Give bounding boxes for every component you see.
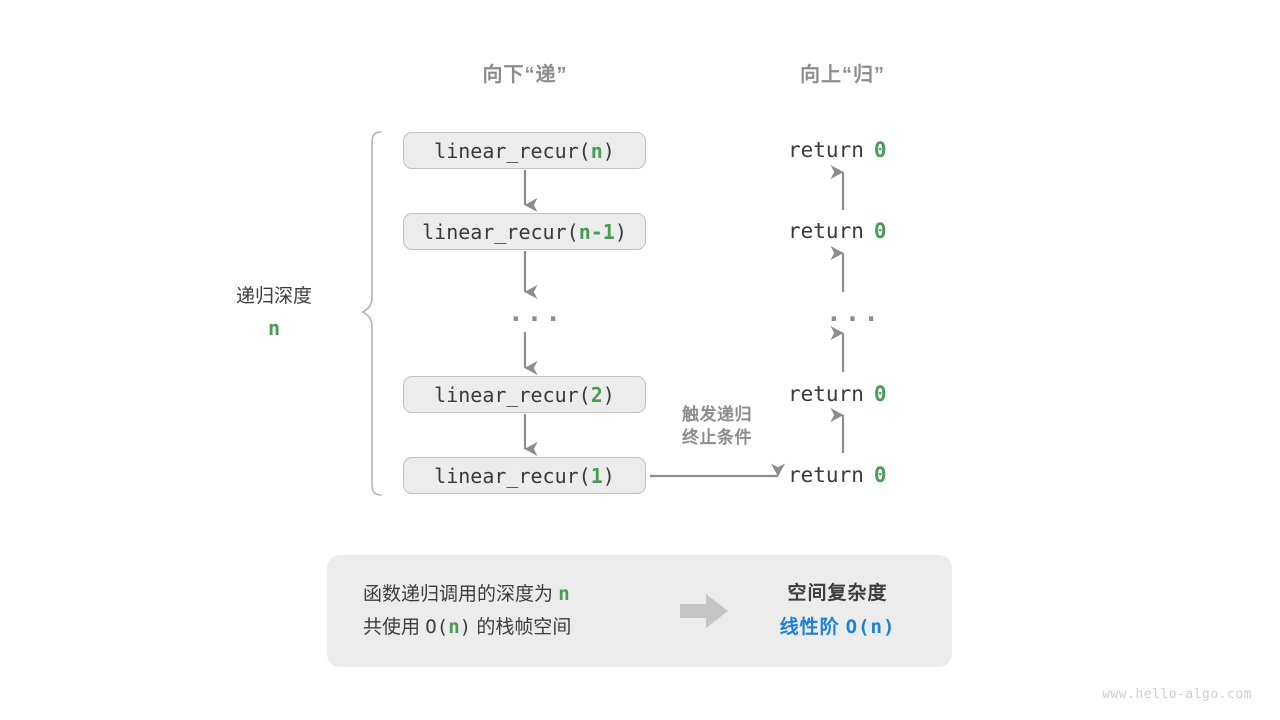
return-value: 0 bbox=[873, 219, 887, 243]
return-keyword: return bbox=[788, 382, 864, 406]
block-arrow-right-icon bbox=[667, 591, 741, 631]
call-frame-prefix: linear_recur( bbox=[422, 219, 579, 244]
complexity-order-label: 线性阶 bbox=[779, 616, 840, 638]
summary-line2-text: 共使用 bbox=[363, 617, 421, 638]
recursion-depth-brace bbox=[361, 131, 382, 496]
summary-line-2: 共使用 O(n) 的栈帧空间 bbox=[363, 611, 667, 644]
call-frame-box[interactable]: linear_recur(2) bbox=[403, 376, 646, 413]
call-frame-suffix: ) bbox=[602, 382, 615, 407]
termination-note-line2: 终止条件 bbox=[682, 427, 752, 447]
column-header-descend: 向下“递” bbox=[482, 64, 568, 86]
call-frame-suffix: ) bbox=[602, 138, 615, 163]
call-frame-suffix: ) bbox=[614, 219, 627, 244]
return-statement: return 0 bbox=[788, 461, 988, 489]
termination-condition-note: 触发递归 终止条件 bbox=[651, 404, 783, 450]
call-frame-arg: n bbox=[590, 138, 603, 163]
call-frame-prefix: linear_recur( bbox=[434, 382, 591, 407]
site-watermark: www.hello-algo.com bbox=[1102, 687, 1252, 702]
recursion-depth-text: 递归深度 bbox=[235, 286, 312, 307]
return-value: 0 bbox=[873, 138, 887, 162]
summary-line2-suffix: 的栈帧空间 bbox=[476, 617, 572, 638]
return-value: 0 bbox=[873, 463, 887, 487]
call-frame-arg: n-1 bbox=[578, 219, 615, 244]
return-keyword: return bbox=[788, 463, 864, 487]
return-statement: return 0 bbox=[788, 217, 988, 245]
summary-line2-close: ) bbox=[459, 616, 472, 638]
ellipsis-ascend: ... bbox=[826, 298, 882, 328]
recursion-depth-variable: n bbox=[267, 316, 281, 341]
summary-line2-variable: n bbox=[448, 616, 460, 638]
summary-line-1: 函数递归调用的深度为 n bbox=[363, 578, 667, 611]
call-frame-box[interactable]: linear_recur(n) bbox=[403, 132, 646, 169]
return-statement: return 0 bbox=[788, 380, 988, 408]
complexity-order-expression: O(n) bbox=[845, 615, 896, 638]
return-statement: return 0 bbox=[788, 136, 988, 164]
call-frame-arg: 1 bbox=[590, 463, 603, 488]
summary-line2-open: O( bbox=[425, 616, 449, 638]
return-keyword: return bbox=[788, 219, 864, 243]
call-frame-box[interactable]: linear_recur(n-1) bbox=[403, 213, 646, 250]
summary-line1-variable: n bbox=[558, 582, 570, 605]
ellipsis-descend: ... bbox=[508, 298, 564, 328]
space-complexity-title: 空间复杂度 bbox=[787, 583, 888, 605]
call-frame-arg: 2 bbox=[590, 382, 603, 407]
call-frame-prefix: linear_recur( bbox=[434, 463, 591, 488]
recursion-depth-label: 递归深度 n bbox=[190, 282, 358, 344]
return-keyword: return bbox=[788, 138, 864, 162]
summary-line1-text: 函数递归调用的深度为 bbox=[363, 583, 554, 605]
termination-note-line1: 触发递归 bbox=[682, 405, 752, 424]
column-header-ascend: 向上“归” bbox=[800, 64, 885, 86]
call-frame-prefix: linear_recur( bbox=[434, 138, 591, 163]
call-frame-suffix: ) bbox=[602, 463, 615, 488]
return-value: 0 bbox=[873, 382, 887, 406]
call-frame-box[interactable]: linear_recur(1) bbox=[403, 457, 646, 494]
summary-description: 函数递归调用的深度为 n 共使用 O(n) 的栈帧空间 bbox=[327, 578, 667, 645]
